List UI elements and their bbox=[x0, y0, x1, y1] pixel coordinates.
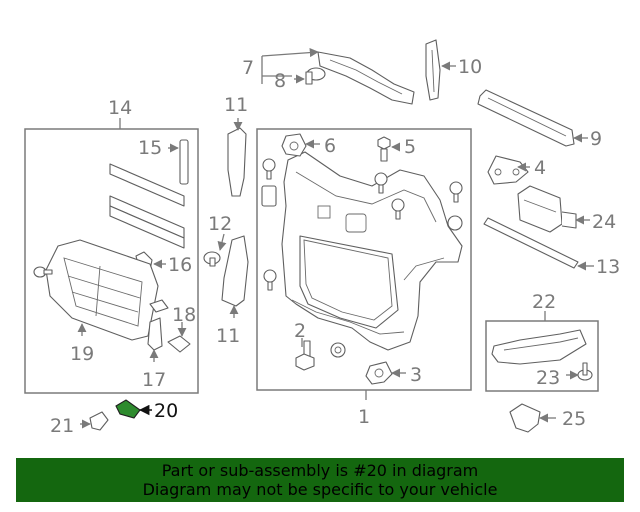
bolt-part-5 bbox=[377, 136, 401, 162]
group-box-1 bbox=[256, 128, 472, 391]
banner-line-2: Diagram may not be specific to your vehi… bbox=[142, 480, 498, 499]
callout-15: 15 bbox=[138, 137, 162, 159]
sensor-part-24 bbox=[517, 185, 590, 233]
fasteners-frame bbox=[261, 158, 463, 291]
callout-19: 19 bbox=[70, 343, 94, 365]
callout-2: 2 bbox=[294, 320, 306, 342]
strip-part-13 bbox=[483, 217, 594, 271]
small-clips-group14 bbox=[149, 299, 169, 313]
callout-13: 13 bbox=[596, 256, 620, 278]
callout-24: 24 bbox=[592, 211, 616, 233]
bracket-part-11-lower bbox=[221, 235, 249, 318]
callout-23: 23 bbox=[536, 367, 560, 389]
callout-4: 4 bbox=[534, 157, 546, 179]
bracket-part-10 bbox=[425, 39, 456, 101]
shutter-bar-part-15 bbox=[168, 139, 189, 185]
callout-25: 25 bbox=[562, 408, 586, 430]
callout-11-lower: 11 bbox=[216, 325, 240, 347]
pin-part-23 bbox=[577, 362, 593, 381]
parts-diagram: 1 2 3 4 5 6 7 8 9 10 11 11 12 13 14 15 1… bbox=[24, 39, 620, 437]
callout-22: 22 bbox=[532, 291, 556, 313]
clip-part-6 bbox=[281, 133, 320, 157]
banner-line-1: Part or sub-assembly is #20 in diagram bbox=[161, 461, 479, 480]
callout-6: 6 bbox=[324, 135, 336, 157]
callout-3: 3 bbox=[410, 364, 422, 386]
bolt-part-2 bbox=[295, 338, 315, 371]
clip-part-18 bbox=[167, 322, 191, 353]
callout-21: 21 bbox=[50, 415, 74, 437]
info-banner: Part or sub-assembly is #20 in diagram D… bbox=[16, 458, 624, 502]
bracket-part-17 bbox=[147, 317, 163, 362]
part-20-highlighted bbox=[115, 399, 152, 419]
callout-12: 12 bbox=[208, 213, 232, 235]
callout-5: 5 bbox=[404, 136, 416, 158]
callout-1: 1 bbox=[358, 406, 370, 428]
push-pin-part-12 bbox=[203, 233, 227, 267]
callout-7: 7 bbox=[242, 57, 254, 79]
radiator-support-part bbox=[281, 151, 463, 351]
callout-8: 8 bbox=[274, 70, 286, 92]
callout-10: 10 bbox=[458, 56, 482, 78]
callout-9: 9 bbox=[590, 128, 602, 150]
callout-14: 14 bbox=[108, 97, 132, 119]
grille-part-19 bbox=[45, 239, 159, 341]
callout-20: 20 bbox=[154, 400, 178, 422]
nut-part bbox=[330, 342, 346, 358]
deflector-part-7 bbox=[261, 48, 415, 105]
bracket-part-11-upper bbox=[227, 118, 247, 197]
shutter-vanes bbox=[109, 163, 185, 249]
group-box-22 bbox=[485, 320, 599, 392]
pin-part-grille bbox=[33, 266, 53, 278]
group-box-14 bbox=[24, 128, 199, 394]
pin-part-21 bbox=[80, 411, 109, 431]
clip-part-3 bbox=[365, 361, 406, 385]
bracket-part-25 bbox=[509, 403, 556, 433]
shield-part-22 bbox=[491, 329, 587, 365]
callout-17: 17 bbox=[142, 369, 166, 391]
bracket-part-4 bbox=[487, 155, 530, 185]
callout-16: 16 bbox=[168, 254, 192, 276]
callout-11-upper: 11 bbox=[224, 94, 248, 116]
seal-part-9 bbox=[477, 89, 588, 147]
callout-18: 18 bbox=[172, 304, 196, 326]
push-pin-part-8 bbox=[294, 67, 326, 85]
